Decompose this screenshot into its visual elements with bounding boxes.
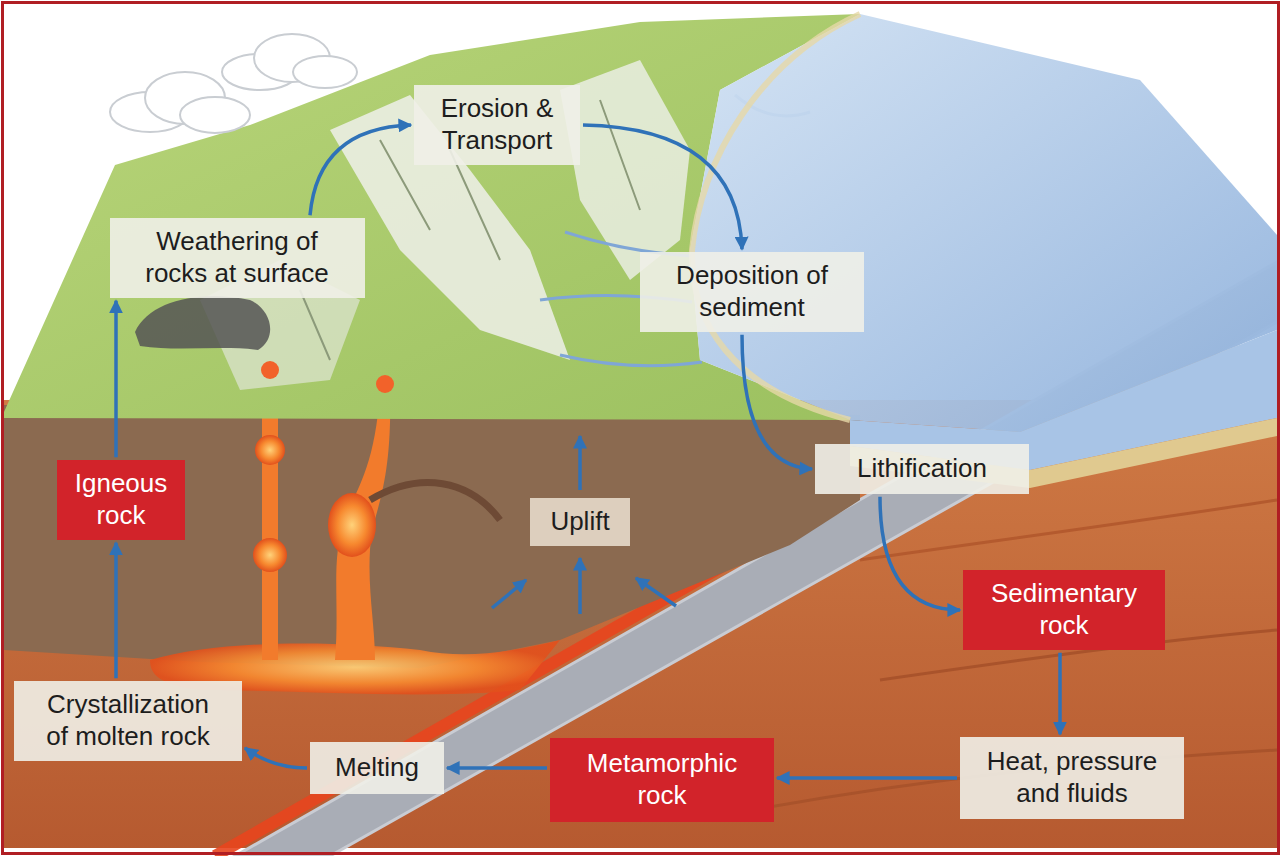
node-label: Metamorphic rock	[567, 748, 757, 811]
magma-chamber	[328, 493, 376, 557]
rock-type-box: Metamorphic rock	[550, 738, 774, 821]
process-box: Heat, pressure and fluids	[960, 737, 1184, 818]
process-box: Melting	[310, 742, 444, 794]
continental-crust	[4, 405, 860, 668]
cloud-part	[293, 56, 357, 88]
cycle-arrow	[583, 125, 742, 249]
volcanic-smoke	[135, 296, 270, 350]
process-box: Weathering of rocks at surface	[110, 218, 365, 297]
node-label: Crystallization of molten rock	[39, 689, 217, 752]
cycle-arrow	[310, 125, 411, 215]
rock-type-box: Igneous rock	[57, 460, 185, 539]
node-label: Deposition of sediment	[652, 260, 852, 323]
magma-sill	[370, 483, 500, 520]
process-box: Uplift	[530, 498, 630, 546]
cycle-arrow	[742, 335, 812, 469]
process-box: Crystallization of molten rock	[14, 681, 242, 760]
cloud-part	[180, 97, 250, 133]
node-label: Heat, pressure and fluids	[972, 746, 1172, 809]
node-label: Melting	[322, 752, 432, 784]
cycle-arrow	[1058, 653, 1062, 735]
magma-blob	[253, 538, 287, 572]
node-label: Uplift	[540, 506, 620, 538]
cycle-arrow	[880, 497, 960, 610]
node-label: Lithification	[832, 453, 1012, 485]
uplift-arrow	[492, 580, 526, 608]
process-box: Erosion & Transport	[414, 85, 580, 164]
magma-blob	[255, 435, 285, 465]
cycle-arrow	[245, 748, 307, 768]
cycle-arrow	[777, 776, 957, 780]
magma-dike	[262, 380, 278, 660]
node-label: Erosion & Transport	[422, 93, 572, 156]
uplift-arrow	[578, 558, 582, 614]
uplift-arrow	[578, 436, 582, 490]
node-label: Igneous rock	[66, 468, 176, 531]
cycle-arrow	[114, 301, 118, 458]
node-label: Weathering of rocks at surface	[130, 226, 345, 289]
cycle-arrow	[114, 543, 118, 679]
process-box: Deposition of sediment	[640, 252, 864, 331]
volcano-vent	[261, 361, 279, 379]
uplift-arrows	[492, 436, 676, 614]
cloud	[222, 34, 357, 90]
frame	[3, 3, 1279, 854]
process-box: Lithification	[815, 444, 1029, 494]
uplift-arrow	[636, 578, 676, 606]
cycle-arrow	[447, 766, 547, 770]
volcano-vent	[376, 375, 394, 393]
node-label: Sedimentary rock	[974, 578, 1154, 641]
beach	[692, 14, 860, 420]
rock-type-box: Sedimentary rock	[963, 570, 1165, 649]
